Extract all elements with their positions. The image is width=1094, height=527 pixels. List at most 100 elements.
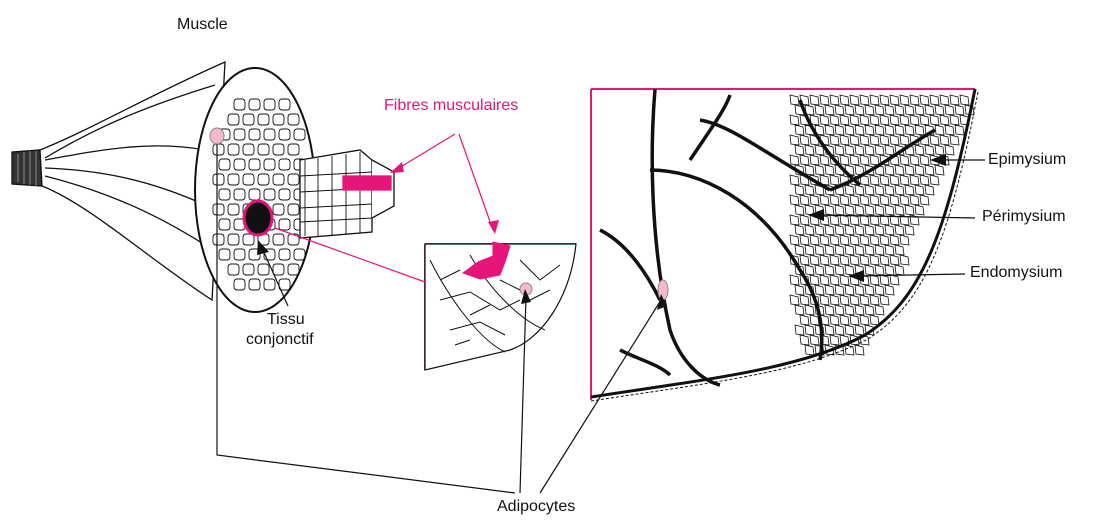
fascicle-zoom xyxy=(425,242,576,370)
endomysium-cell xyxy=(815,285,824,295)
endomysium-cell xyxy=(830,255,839,265)
endomysium-cell xyxy=(795,185,804,195)
endomysium-cell xyxy=(820,155,829,165)
endomysium-cell xyxy=(860,295,869,305)
endomysium-cell xyxy=(840,315,849,325)
endomysium-cell xyxy=(880,195,889,205)
endomysium-cell xyxy=(800,235,809,245)
endomysium-cell xyxy=(805,345,814,355)
label-tissu: Tissu xyxy=(267,311,305,329)
endomysium-cell xyxy=(850,215,859,225)
endomysium-cell xyxy=(790,235,799,245)
endomysium-cell xyxy=(795,145,804,155)
endomysium-cell xyxy=(925,165,934,175)
endomysium-cell xyxy=(860,255,869,265)
endomysium-cell xyxy=(825,325,834,335)
endomysium-cell xyxy=(855,245,864,255)
endomysium-cell xyxy=(790,155,799,165)
endomysium-cell xyxy=(920,155,929,165)
endomysium-cell xyxy=(950,95,959,105)
endomysium-cell xyxy=(895,165,904,175)
endomysium-cell xyxy=(820,295,829,305)
endomysium-cell xyxy=(805,225,814,235)
endomysium-cell xyxy=(870,175,879,185)
endomysium-cell xyxy=(865,145,874,155)
endomysium-cell xyxy=(845,125,854,135)
endomysium-cell xyxy=(940,95,949,105)
endomysium-cell xyxy=(810,315,819,325)
endomysium-cell xyxy=(895,265,904,275)
endomysium-cell xyxy=(935,145,944,155)
muscle-cross-section xyxy=(195,68,315,312)
endomysium-cell xyxy=(910,175,919,185)
endomysium-cell xyxy=(805,145,814,155)
endomysium-cell xyxy=(875,285,884,295)
endomysium-cell xyxy=(825,245,834,255)
endomysium-cell xyxy=(960,95,969,105)
endomysium-cell xyxy=(900,175,909,185)
endomysium-cell xyxy=(915,165,924,175)
endomysium-cell xyxy=(850,295,859,305)
endomysium-cell xyxy=(930,135,939,145)
endomysium-cell xyxy=(885,225,894,235)
endomysium-cell xyxy=(825,265,834,275)
endomysium-cell xyxy=(900,235,909,245)
endomysium-cell xyxy=(830,335,839,345)
endomysium-cell xyxy=(800,335,809,345)
endomysium-cell xyxy=(845,205,854,215)
endomysium-cell xyxy=(860,115,869,125)
endomysium-cell xyxy=(945,145,954,155)
endomysium-cell xyxy=(900,255,909,265)
tendon xyxy=(12,150,42,186)
label-conjonctif: conjonctif xyxy=(246,331,314,349)
label-epimysium: Epimysium xyxy=(988,151,1066,169)
endomysium-cell xyxy=(895,185,904,195)
endomysium-cell xyxy=(840,195,849,205)
endomysium-cell xyxy=(955,125,964,135)
endomysium-cell xyxy=(815,225,824,235)
endomysium-cell xyxy=(950,135,959,145)
label-fibres-musculaires: Fibres musculaires xyxy=(384,97,518,115)
endomysium-cell xyxy=(855,225,864,235)
endomysium-cell xyxy=(835,245,844,255)
endomysium-cell xyxy=(895,225,904,235)
endomysium-cell xyxy=(795,245,804,255)
endomysium-cell xyxy=(935,165,944,175)
endomysium-cell xyxy=(865,285,874,295)
endomysium-cell xyxy=(865,185,874,195)
endomysium-cell xyxy=(880,115,889,125)
endomysium-cell xyxy=(800,295,809,305)
endomysium-cell xyxy=(830,295,839,305)
endomysium-cell xyxy=(945,105,954,115)
detail-section xyxy=(591,89,978,401)
endomysium-cell xyxy=(915,205,924,215)
label-perimysium: Périmysium xyxy=(982,208,1066,226)
endomysium-cell xyxy=(790,95,799,105)
endomysium-cell xyxy=(830,215,839,225)
endomysium-cell xyxy=(890,175,899,185)
endomysium-cell xyxy=(835,305,844,315)
endomysium-cell xyxy=(820,255,829,265)
endomysium-cell xyxy=(795,325,804,335)
endomysium-cell xyxy=(835,265,844,275)
endomysium-cell xyxy=(850,255,859,265)
endomysium-cell xyxy=(915,105,924,115)
endomysium-cell xyxy=(885,205,894,215)
endomysium-cell xyxy=(790,135,799,145)
endomysium-cell xyxy=(875,185,884,195)
endomysium-cell xyxy=(830,235,839,245)
label-muscle: Muscle xyxy=(177,16,228,34)
endomysium-cell xyxy=(825,105,834,115)
endomysium-cell xyxy=(885,265,894,275)
endomysium-cell xyxy=(870,295,879,305)
endomysium-cell xyxy=(845,225,854,235)
endomysium-cell xyxy=(865,265,874,275)
endomysium-cell xyxy=(870,235,879,245)
endomysium-cell xyxy=(910,195,919,205)
endomysium-cell xyxy=(860,95,869,105)
endomysium-cell xyxy=(795,305,804,315)
endomysium-cell xyxy=(875,245,884,255)
endomysium-cell xyxy=(850,135,859,145)
endomysium-cell xyxy=(805,245,814,255)
endomysium-cell xyxy=(910,95,919,105)
